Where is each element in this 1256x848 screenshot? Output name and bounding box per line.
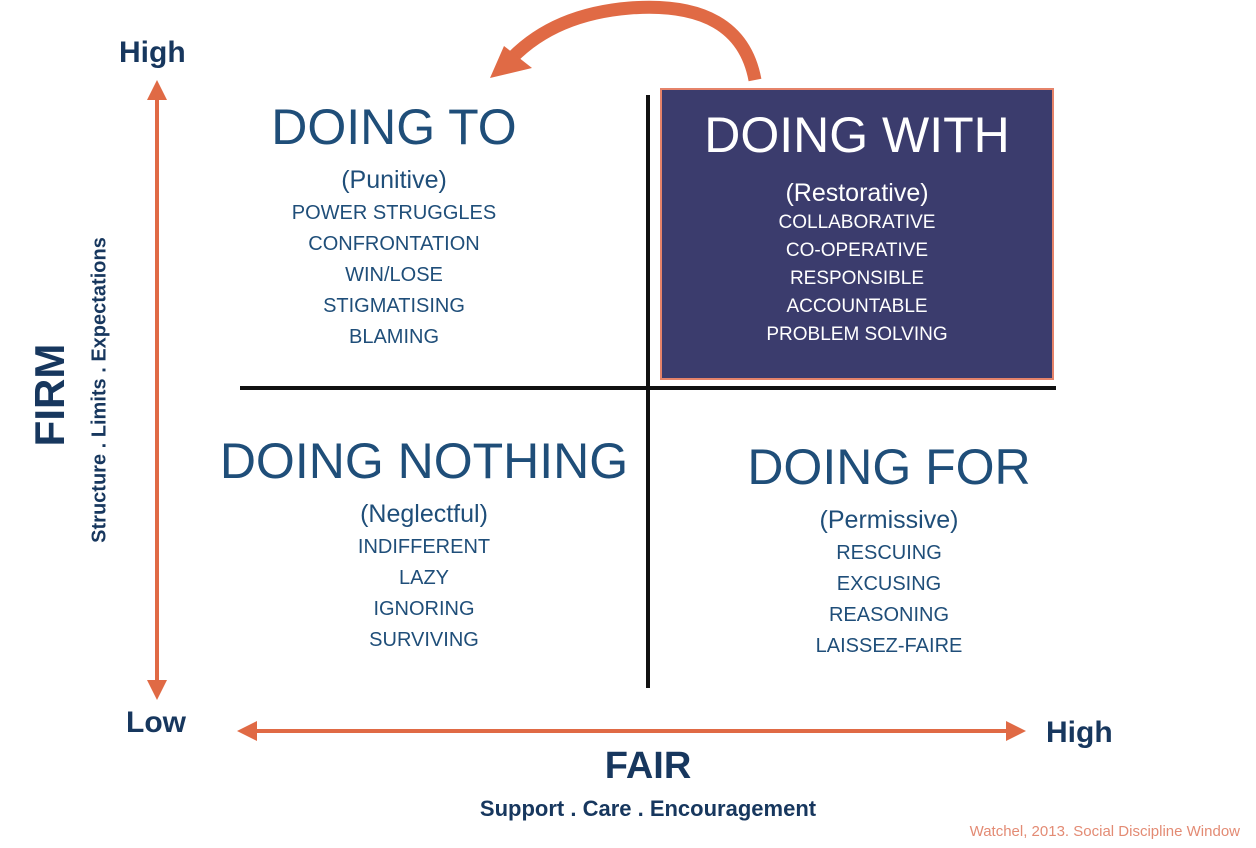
quadrant-item: LAISSEZ-FAIRE [815,635,963,657]
quadrant-title: DOING FOR [747,439,1031,495]
curved-arrow [507,0,762,82]
quadrant-item: WIN/LOSE [345,264,443,286]
quadrant-item: CO-OPERATIVE [785,240,929,261]
axis-low-label: Low [126,706,186,739]
firm-axis-subtitle: Structure . Limits . Expectations [88,237,111,543]
quadrant-doing-with: DOING WITH (Restorative) COLLABORATIVE C… [660,88,1054,380]
firm-axis-title: FIRM [26,343,73,447]
quadrant-subtitle: (Neglectful) [360,500,488,528]
quadrant-doing-for: DOING FOR (Permissive) RESCUING EXCUSING… [739,438,1039,662]
quadrant-item: RESCUING [836,542,942,564]
citation-text: Watchel, 2013. Social Discipline Window [969,823,1240,840]
fair-high-label: High [1046,716,1113,749]
quadrant-title: DOING TO [271,99,517,155]
quadrant-subtitle: (Restorative) [785,179,929,207]
quadrant-doing-to: DOING TO (Punitive) POWER STRUGGLES CONF… [244,98,544,353]
quadrant-item: EXCUSING [836,573,942,595]
quadrant-item: REASONING [828,604,950,626]
quadrant-item: STIGMATISING [323,295,465,317]
quadrant-doing-nothing: DOING NOTHING (Neglectful) INDIFFERENT L… [214,432,634,656]
quadrant-subtitle: (Punitive) [341,166,447,194]
quadrant-title: DOING NOTHING [219,433,629,489]
fair-axis-subtitle: Support . Care . Encouragement [479,796,817,821]
quadrant-item: POWER STRUGGLES [291,202,497,224]
quadrant-item: ACCOUNTABLE [786,296,928,317]
curved-arrow-head [490,46,532,78]
quadrant-item: BLAMING [348,326,440,348]
quadrant-item: INDIFFERENT [357,536,491,558]
fair-axis-title: FAIR [604,745,692,787]
quadrant-item: IGNORING [373,598,475,620]
quadrant-subtitle: (Permissive) [819,506,959,534]
quadrant-item: SURVIVING [369,629,479,651]
quadrant-item: COLLABORATIVE [778,212,936,233]
quadrant-item: RESPONSIBLE [789,268,925,289]
quadrant-item: LAZY [398,567,450,589]
firm-high-label: High [119,36,186,69]
quadrant-item: CONFRONTATION [308,233,480,255]
quadrant-item: PROBLEM SOLVING [766,324,948,345]
quadrant-title: DOING WITH [704,107,1010,163]
